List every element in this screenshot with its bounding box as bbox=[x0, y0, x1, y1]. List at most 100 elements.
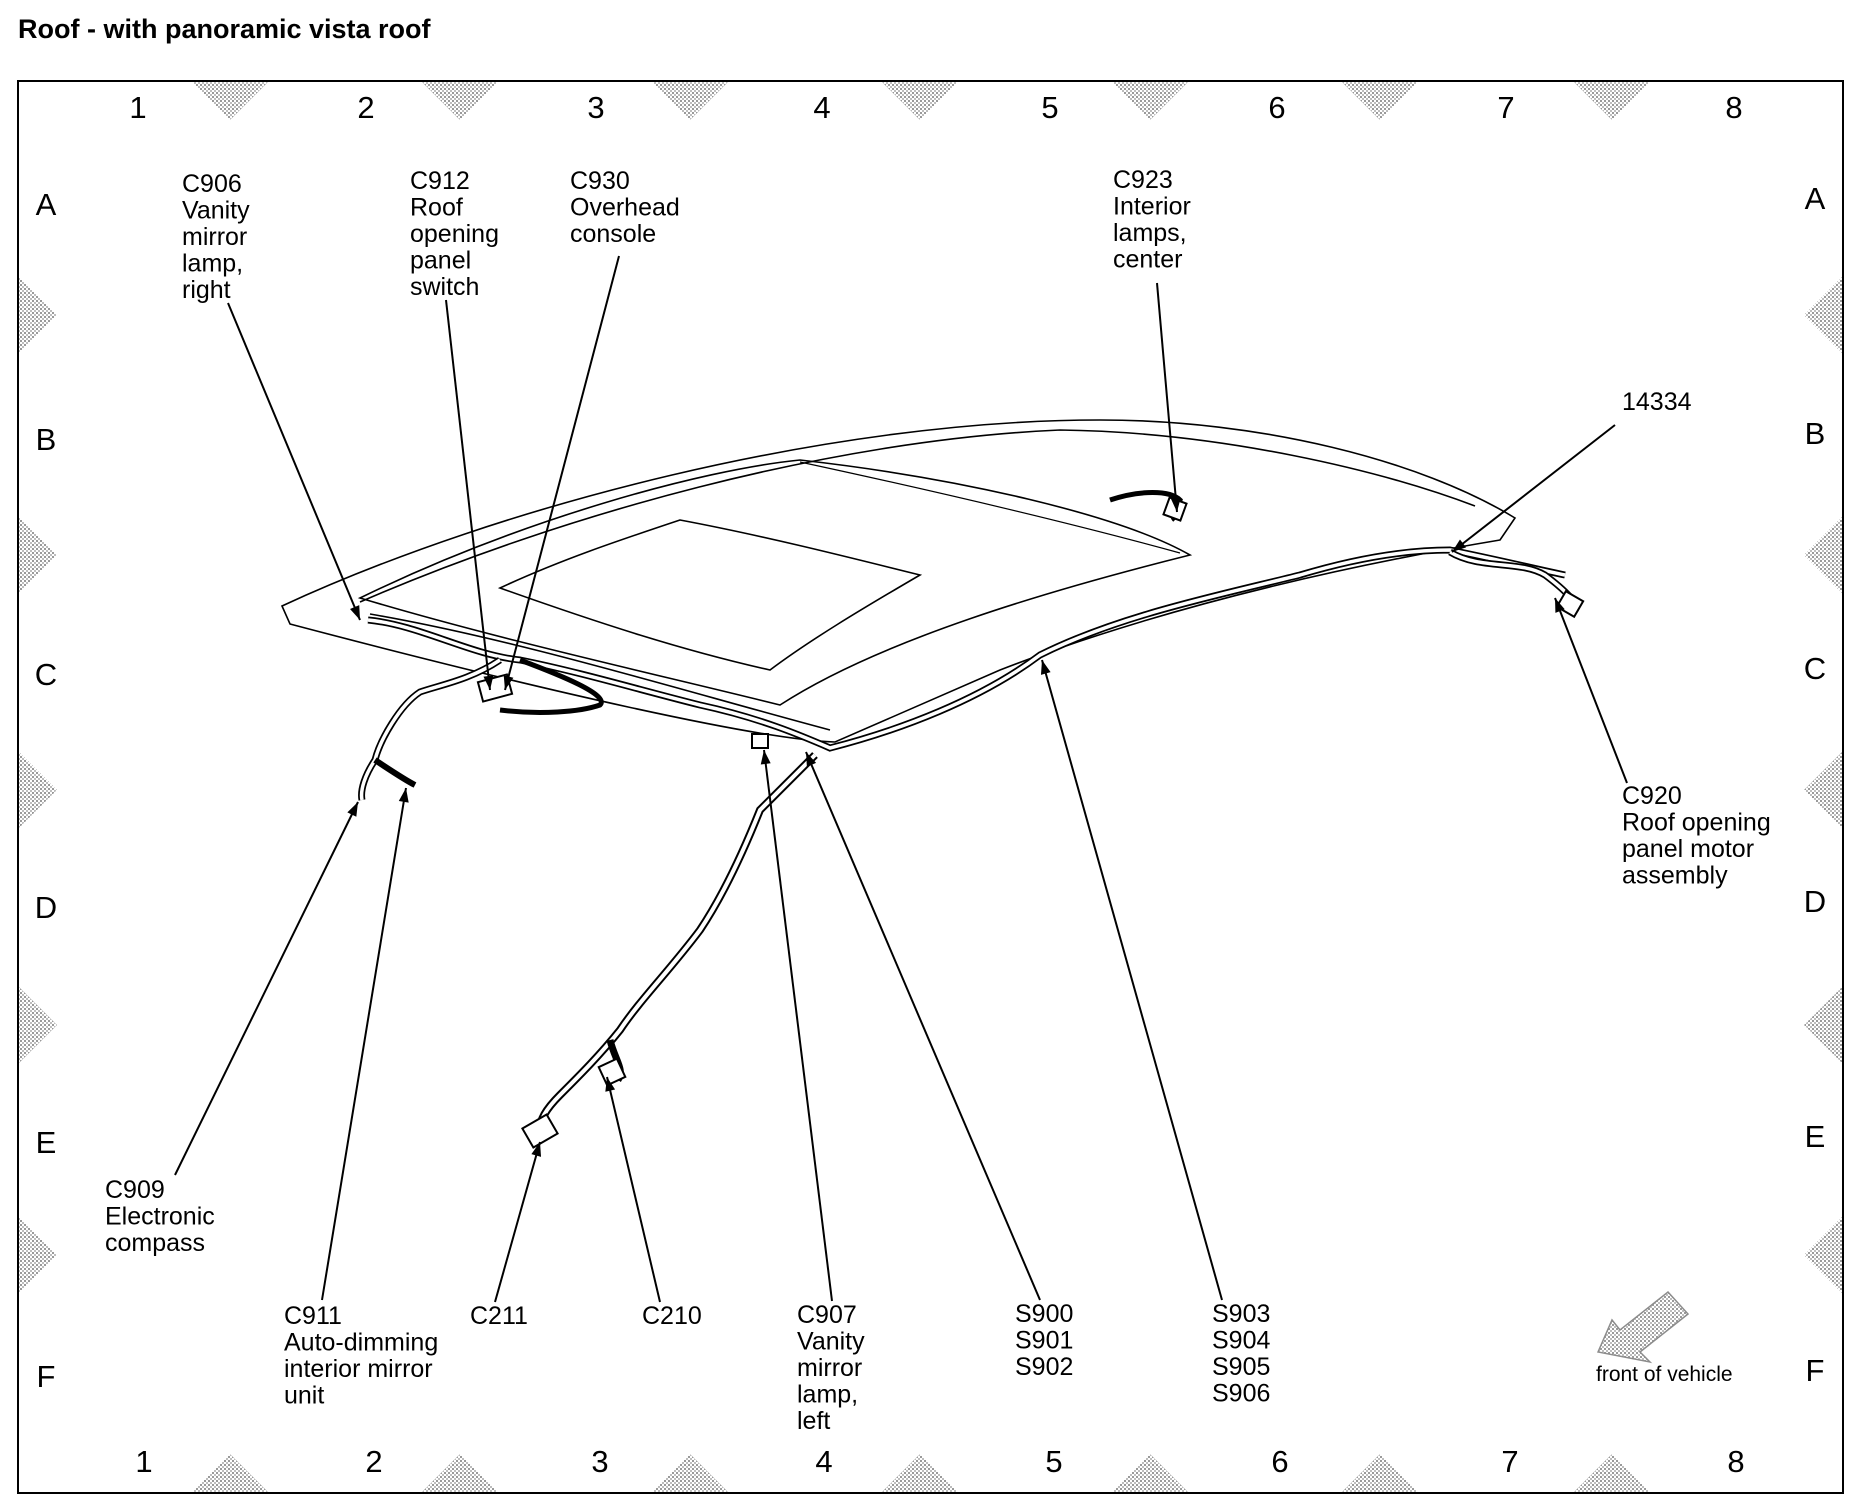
column-label-top: 1 bbox=[129, 90, 146, 125]
grid-marker-top bbox=[1342, 82, 1418, 120]
leader-line bbox=[1041, 659, 1223, 1301]
callout-line: C909 bbox=[105, 1176, 165, 1204]
column-label-bottom: 1 bbox=[135, 1444, 152, 1479]
wire-harness bbox=[358, 490, 1580, 1131]
callout-line: lamp, bbox=[797, 1381, 858, 1409]
row-label-right: D bbox=[1804, 884, 1826, 919]
callout-line: panel bbox=[410, 247, 471, 275]
column-label-top: 4 bbox=[813, 90, 830, 125]
grid-marker-top bbox=[422, 82, 498, 120]
leader-line bbox=[805, 751, 1041, 1301]
grid-marker-right bbox=[1804, 752, 1842, 828]
callout-line: console bbox=[570, 220, 656, 248]
column-label-bottom: 3 bbox=[591, 1444, 608, 1479]
leader-arrowhead bbox=[1452, 539, 1467, 552]
leader-line bbox=[1554, 597, 1628, 784]
leader-line bbox=[1451, 424, 1616, 553]
leader-arrowhead bbox=[347, 802, 358, 817]
callout-line: Roof bbox=[410, 194, 463, 222]
grid-marker-bottom bbox=[1342, 1454, 1418, 1492]
grid-marker-left bbox=[19, 752, 57, 828]
leader-arrowhead bbox=[760, 750, 771, 765]
diagram-title: Roof - with panoramic vista roof bbox=[18, 14, 431, 44]
column-label-bottom: 5 bbox=[1045, 1444, 1062, 1479]
grid-marker-bottom bbox=[652, 1454, 728, 1492]
leader-line bbox=[227, 302, 361, 621]
row-label-left: B bbox=[36, 422, 57, 457]
row-label-left: A bbox=[36, 187, 57, 222]
grid-marker-bottom bbox=[882, 1454, 958, 1492]
callout-line: compass bbox=[105, 1229, 205, 1257]
callout-line: opening bbox=[410, 220, 499, 248]
leader-arrowhead bbox=[1040, 660, 1051, 675]
leader-line bbox=[1156, 282, 1178, 513]
callout-line: C211 bbox=[470, 1302, 528, 1330]
leader-line bbox=[606, 1076, 661, 1303]
diagram-frame bbox=[17, 80, 1844, 1494]
column-label-bottom: 7 bbox=[1501, 1444, 1518, 1479]
connectors bbox=[476, 496, 1585, 1149]
callout-line: left bbox=[797, 1407, 830, 1435]
grid-marker-right bbox=[1804, 1217, 1842, 1293]
callout-line: center bbox=[1113, 246, 1182, 274]
callout-line: 14334 bbox=[1622, 388, 1692, 416]
grid-marker-right bbox=[1804, 517, 1842, 593]
callout-line: switch bbox=[410, 273, 479, 301]
row-label-right: F bbox=[1806, 1353, 1825, 1388]
callout-line: interior mirror bbox=[284, 1355, 433, 1383]
leader-arrowhead bbox=[605, 1077, 616, 1092]
row-label-right: A bbox=[1805, 181, 1826, 216]
column-label-top: 5 bbox=[1041, 90, 1058, 125]
callout-line: C906 bbox=[182, 170, 242, 198]
leader-line bbox=[321, 787, 407, 1301]
grid-marker-left bbox=[19, 987, 57, 1063]
grid-markers bbox=[19, 82, 1842, 1492]
row-label-left: F bbox=[37, 1359, 56, 1394]
grid-marker-left bbox=[19, 517, 57, 593]
front-of-vehicle-arrow-icon bbox=[1596, 1290, 1690, 1364]
column-label-top: 3 bbox=[587, 90, 604, 125]
grid-marker-right bbox=[1804, 277, 1842, 353]
callout-line: panel motor bbox=[1622, 835, 1754, 863]
leader-arrowhead bbox=[806, 752, 817, 767]
column-label-bottom: 8 bbox=[1727, 1444, 1744, 1479]
callout-line: mirror bbox=[797, 1354, 862, 1382]
callout-line: S902 bbox=[1015, 1353, 1073, 1381]
column-label-bottom: 6 bbox=[1271, 1444, 1288, 1479]
callout-line: unit bbox=[284, 1382, 324, 1410]
callout-c210: C210 bbox=[642, 1302, 702, 1330]
callout-line: C210 bbox=[642, 1302, 702, 1330]
grid-marker-bottom bbox=[1574, 1454, 1650, 1492]
callout-line: assembly bbox=[1622, 862, 1728, 890]
callout-line: C911 bbox=[284, 1302, 342, 1330]
row-label-right: B bbox=[1805, 416, 1826, 451]
callout-line: lamp, bbox=[182, 250, 243, 278]
grid-marker-top bbox=[1574, 82, 1650, 120]
grid-marker-top bbox=[882, 82, 958, 120]
row-label-right: C bbox=[1804, 651, 1826, 686]
row-label-left: C bbox=[35, 657, 57, 692]
leader-line bbox=[504, 255, 620, 691]
row-label-left: D bbox=[35, 890, 57, 925]
callout-line: S904 bbox=[1212, 1327, 1270, 1355]
callout-line: right bbox=[182, 276, 231, 304]
leader-arrowhead bbox=[398, 788, 409, 803]
grid-marker-bottom bbox=[192, 1454, 268, 1492]
grid-marker-top bbox=[192, 82, 268, 120]
roof-panel bbox=[280, 419, 1517, 743]
callout-line: Roof opening bbox=[1622, 809, 1771, 837]
column-label-top: 6 bbox=[1268, 90, 1285, 125]
leader-arrowhead bbox=[503, 675, 514, 690]
callout-line: C920 bbox=[1622, 782, 1682, 810]
leader-arrowhead bbox=[350, 605, 360, 620]
